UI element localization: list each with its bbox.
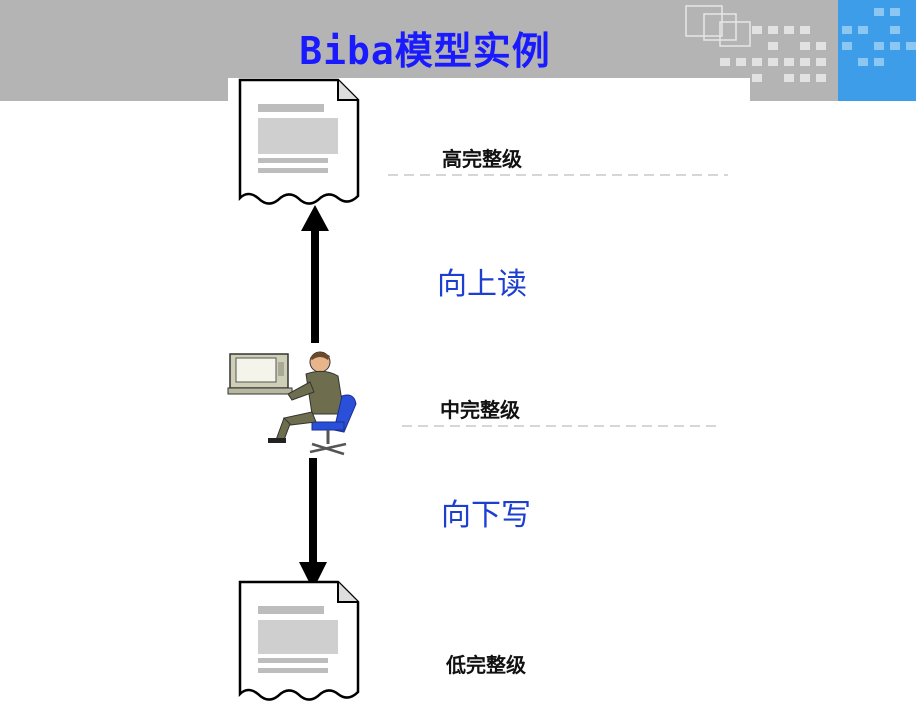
level-label-mid: 中完整级 bbox=[440, 398, 520, 422]
arrow-down-icon bbox=[299, 458, 327, 590]
action-label-write-down: 向下写 bbox=[441, 498, 531, 533]
user-at-computer-icon bbox=[227, 351, 357, 456]
header-decoration bbox=[685, 5, 826, 82]
level-label-high: 高完整级 bbox=[442, 147, 522, 171]
level-divider-high bbox=[388, 174, 728, 176]
level-divider-mid bbox=[402, 425, 718, 427]
accent-block-pattern bbox=[842, 8, 916, 66]
level-label-low: 低完整级 bbox=[446, 653, 526, 677]
document-icon bbox=[238, 78, 360, 205]
arrow-up-icon bbox=[301, 205, 329, 343]
action-label-read-up: 向上读 bbox=[437, 267, 527, 302]
accent-block bbox=[838, 0, 916, 101]
document-icon bbox=[238, 580, 360, 701]
slide-title: Biba模型实例 bbox=[299, 29, 551, 73]
